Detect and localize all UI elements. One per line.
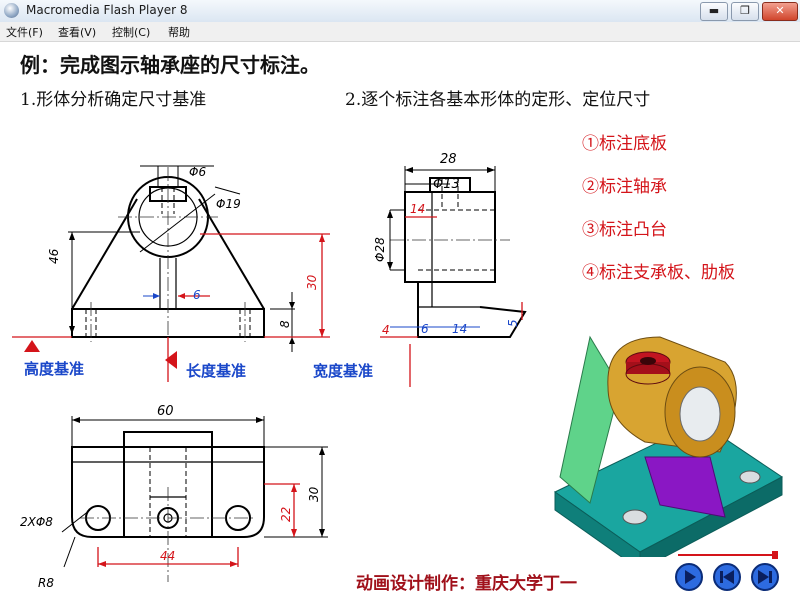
task-support-rib[interactable]: ④标注支承板、肋板: [582, 263, 735, 283]
menu-view[interactable]: 查看(V): [58, 26, 97, 39]
flash-player-icon: [4, 3, 19, 18]
next-icon: [758, 570, 772, 584]
dim-60: 60: [157, 404, 174, 419]
dim-phi6: Φ6: [189, 165, 206, 179]
dim-phi28: Φ28: [373, 237, 387, 262]
dim-14-side-bottom: 14: [452, 322, 467, 336]
window-title: Macromedia Flash Player 8: [26, 3, 188, 17]
play-button[interactable]: [674, 562, 704, 592]
playback-progress-fill: [678, 554, 775, 556]
dim-22: 22: [279, 507, 293, 522]
side-view-drawing: 28 Φ13 14 Φ28 4 6 14 5: [373, 152, 527, 387]
bearing-3d-model: [554, 335, 783, 557]
datum-length-label: 长度基准: [186, 362, 247, 380]
menu-file[interactable]: 文件(F): [6, 26, 43, 39]
minimize-button[interactable]: ▬: [700, 2, 728, 21]
dim-30-top: 30: [307, 486, 321, 502]
step-2-text: 2.逐个标注各基本形体的定形、定位尺寸: [345, 90, 651, 110]
playback-progress-handle[interactable]: [772, 551, 778, 559]
dim-8: 8: [278, 320, 292, 328]
top-view-drawing: 60 2XΦ8 R8 22 30 44: [20, 404, 328, 590]
play-icon: [685, 570, 696, 584]
restore-button[interactable]: ❐: [731, 2, 759, 21]
dim-4: 4: [382, 323, 390, 337]
window-titlebar: Macromedia Flash Player 8 ▬ ❐ ✕: [0, 0, 800, 23]
close-button[interactable]: ✕: [762, 2, 798, 21]
datum-height-label: 高度基准: [24, 360, 85, 378]
dim-30: 30: [305, 274, 319, 290]
step-1-text: 1.形体分析确定尺寸基准: [20, 90, 207, 110]
flash-stage: 例：完成图示轴承座的尺寸标注。 1.形体分析确定尺寸基准 2.逐个标注各基本形体…: [0, 42, 800, 600]
dim-14-side: 14: [410, 202, 425, 216]
dim-46: 46: [47, 248, 61, 264]
task-base-plate[interactable]: ①标注底板: [582, 134, 667, 154]
dim-6-side: 6: [421, 322, 429, 336]
playback-progress-track[interactable]: [678, 551, 778, 559]
datum-width-label: 宽度基准: [313, 362, 374, 380]
credit-text: 动画设计制作：重庆大学丁一: [356, 574, 577, 594]
dim-r8: R8: [38, 576, 54, 590]
dim-28: 28: [440, 152, 457, 167]
menu-help[interactable]: 帮助: [168, 26, 190, 39]
menu-control[interactable]: 控制(C): [112, 26, 151, 39]
rewind-icon: [720, 570, 734, 584]
next-button[interactable]: [750, 562, 780, 592]
rewind-button[interactable]: [712, 562, 742, 592]
task-bearing[interactable]: ②标注轴承: [582, 177, 667, 197]
front-view-drawing: Φ6 Φ19 46 30 6 8: [12, 165, 330, 382]
dim-2xphi8: 2XΦ8: [20, 515, 53, 529]
dim-phi19: Φ19: [216, 197, 241, 211]
dim-44: 44: [160, 549, 175, 563]
menu-bar: 文件(F) 查看(V) 控制(C) 帮助: [0, 22, 800, 42]
dim-phi13: Φ13: [433, 177, 460, 192]
dim-5: 5: [506, 319, 520, 327]
dim-6-front: 6: [193, 288, 201, 302]
lesson-heading: 例：完成图示轴承座的尺寸标注。: [20, 53, 320, 77]
task-boss[interactable]: ③标注凸台: [582, 220, 667, 240]
